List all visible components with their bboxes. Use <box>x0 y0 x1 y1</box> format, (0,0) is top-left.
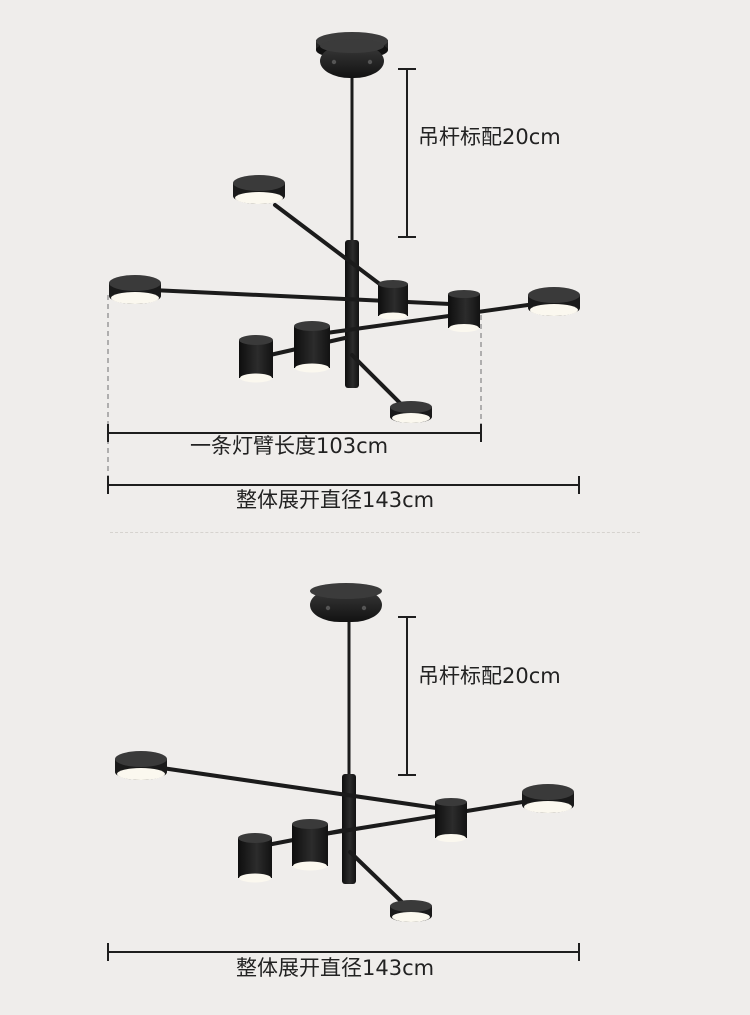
cylinder-light <box>294 321 330 373</box>
disk-light <box>233 175 285 204</box>
guide-dashed-lines <box>107 295 482 476</box>
arm-dimension-line <box>107 424 482 442</box>
disk-light <box>528 287 580 316</box>
section-divider <box>110 532 640 533</box>
cylinder-light <box>239 335 273 383</box>
top-rod-length-label: 吊杆标配20cm <box>418 125 561 149</box>
bottom-rod-length-label: 吊杆标配20cm <box>418 664 561 688</box>
top-chandelier <box>107 32 580 494</box>
cylinder-light <box>448 290 480 332</box>
disk-light <box>115 751 167 780</box>
central-hub <box>345 240 359 388</box>
cylinder-light <box>378 280 408 320</box>
disk-light <box>390 900 432 922</box>
rod-dimension-line <box>398 68 416 238</box>
cylinder-light <box>435 798 467 842</box>
bottom-chandelier <box>107 583 580 961</box>
disk-light <box>522 784 574 813</box>
span-dimension-line <box>107 476 580 494</box>
cylinder-light <box>238 833 272 883</box>
canopy-body <box>320 44 384 78</box>
span-dimension-line <box>107 943 580 961</box>
cylinder-light <box>292 819 328 871</box>
disk-light <box>109 275 161 304</box>
rod-dimension-line <box>398 616 416 776</box>
bottom-span-label: 整体展开直径143cm <box>233 958 438 979</box>
disk-light <box>390 401 432 423</box>
top-arm-length-label: 一条灯臂长度103cm <box>187 436 392 457</box>
top-span-label: 整体展开直径143cm <box>233 490 438 511</box>
